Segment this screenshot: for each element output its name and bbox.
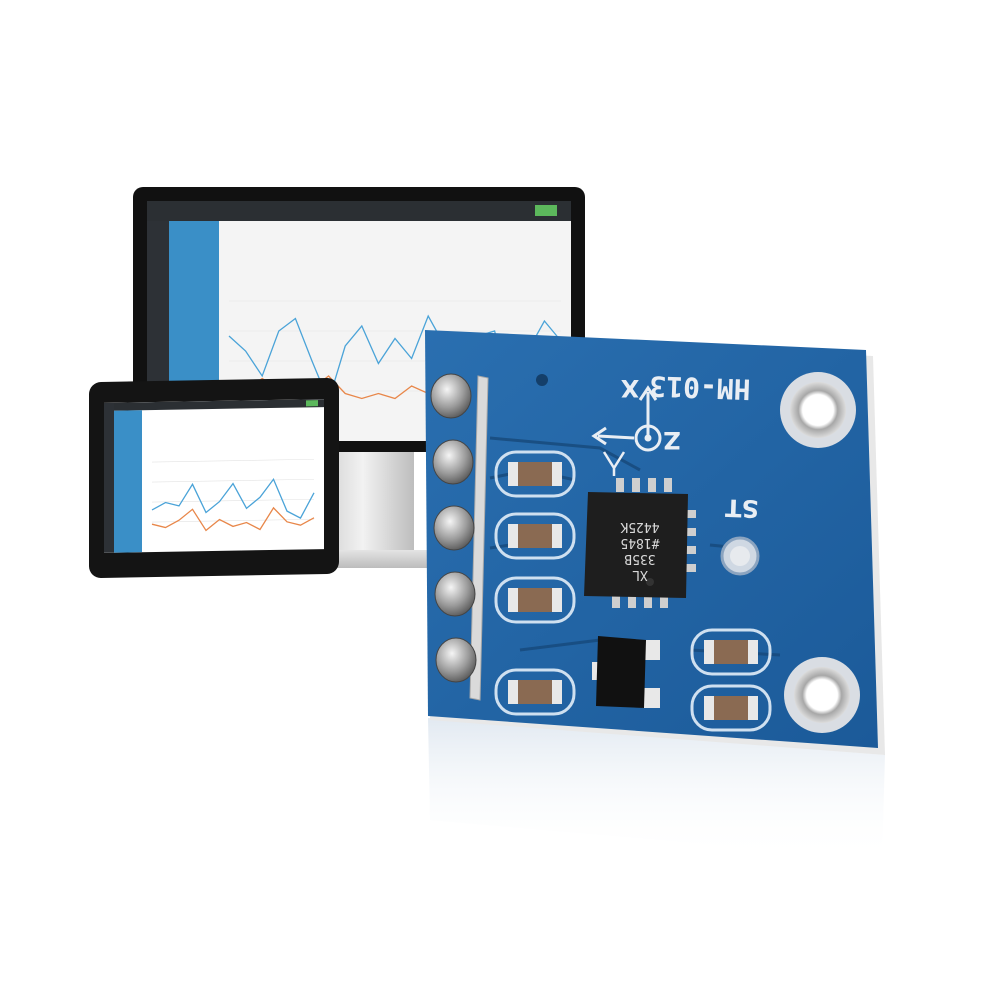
monitor-topbar	[147, 201, 571, 221]
header-pins	[430, 373, 477, 683]
accelerometer-chip	[584, 478, 696, 608]
axis-indicator	[591, 385, 662, 476]
chip-marking-line2: 335B	[624, 551, 655, 566]
monitor-green-button	[535, 205, 557, 216]
tablet-screen	[104, 399, 324, 553]
transistor	[592, 636, 660, 708]
chart-gridline	[152, 458, 314, 463]
chip-marking-line4: 4425K	[620, 519, 659, 534]
st-test-pad	[720, 536, 760, 576]
chip-marking-line1: XL	[632, 567, 648, 582]
tablet-line-chart	[151, 458, 315, 532]
series-a-line	[151, 477, 315, 519]
tablet	[89, 377, 339, 579]
module-model-label: HM-013	[649, 369, 751, 406]
pcb-via	[536, 374, 548, 386]
series-b-line	[151, 506, 315, 532]
pcb-reflection	[428, 718, 885, 860]
axis-z-label: Z	[663, 426, 680, 454]
smd-capacitors	[494, 450, 772, 732]
chip-marking-line3: #1845	[620, 535, 659, 550]
axis-x-label: X	[620, 374, 639, 402]
st-label: ST	[724, 493, 759, 522]
chart-gridline	[152, 498, 314, 503]
chart-gridline	[152, 478, 314, 483]
mounting-holes	[780, 372, 860, 733]
chart-gridline	[152, 518, 314, 523]
